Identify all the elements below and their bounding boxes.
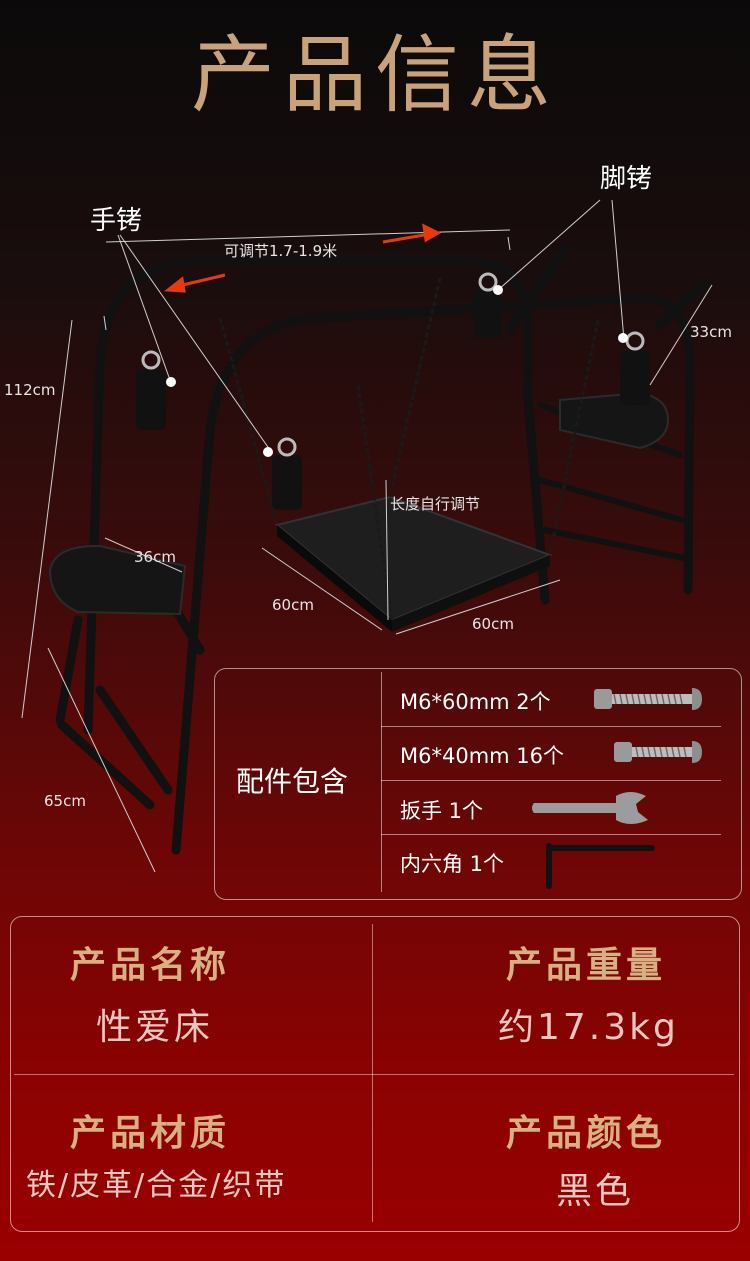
accessory-item: 内六角 1个 bbox=[400, 852, 505, 876]
chain-length-label: 长度自行调节 bbox=[390, 495, 481, 513]
chains bbox=[218, 277, 600, 621]
annotation-dots bbox=[166, 285, 628, 457]
cuffs bbox=[136, 290, 650, 510]
anklecuff-label: 脚铐 bbox=[600, 164, 653, 194]
seat-left bbox=[48, 544, 187, 616]
accessory-item: 扳手 1个 bbox=[400, 799, 484, 823]
accessories-row-divider bbox=[381, 780, 721, 781]
annotation-lines bbox=[21, 199, 713, 873]
product-weight-value: 约17.3kg bbox=[498, 1007, 679, 1048]
info-divider-horizontal bbox=[14, 1074, 734, 1075]
height-label: 112cm bbox=[4, 381, 56, 399]
depth-right-label: 33cm bbox=[690, 323, 732, 341]
product-color-value: 黑色 bbox=[556, 1171, 635, 1212]
product-diagram bbox=[21, 199, 713, 873]
base-depth-label: 65cm bbox=[44, 792, 86, 810]
accessory-item: M6*40mm 16个 bbox=[400, 744, 565, 768]
info-divider-vertical bbox=[372, 924, 373, 1222]
seat-right bbox=[559, 391, 670, 450]
accessories-row-divider bbox=[381, 726, 721, 727]
bolt-short-icon bbox=[614, 741, 702, 763]
product-name-value: 性爱床 bbox=[96, 1007, 214, 1048]
page-title: 产品信息 bbox=[190, 26, 559, 124]
product-material-value: 铁/皮革/合金/织带 bbox=[26, 1168, 287, 1203]
seat-width-label: 36cm bbox=[134, 548, 176, 566]
hex-key-icon bbox=[546, 843, 655, 889]
product-name-label: 产品名称 bbox=[70, 945, 231, 986]
info-panel bbox=[10, 916, 740, 1232]
bolt-long-icon bbox=[594, 688, 702, 710]
adjustable-width-label: 可调节1.7-1.9米 bbox=[224, 242, 338, 260]
platform-right-label: 60cm bbox=[472, 615, 514, 633]
platform-left-label: 60cm bbox=[272, 596, 314, 614]
platform bbox=[274, 495, 553, 632]
accessory-item: M6*60mm 2个 bbox=[400, 690, 551, 714]
product-color-label: 产品颜色 bbox=[506, 1113, 667, 1154]
accessories-title: 配件包含 bbox=[236, 765, 349, 798]
wrench-icon bbox=[532, 792, 648, 824]
accessories-box bbox=[214, 668, 742, 900]
handcuff-label: 手铐 bbox=[90, 206, 143, 236]
product-weight-label: 产品重量 bbox=[506, 945, 667, 986]
product-material-label: 产品材质 bbox=[70, 1113, 231, 1154]
accessories-row-divider bbox=[381, 834, 721, 835]
accessories-divider bbox=[381, 672, 382, 892]
arrows bbox=[163, 223, 442, 293]
